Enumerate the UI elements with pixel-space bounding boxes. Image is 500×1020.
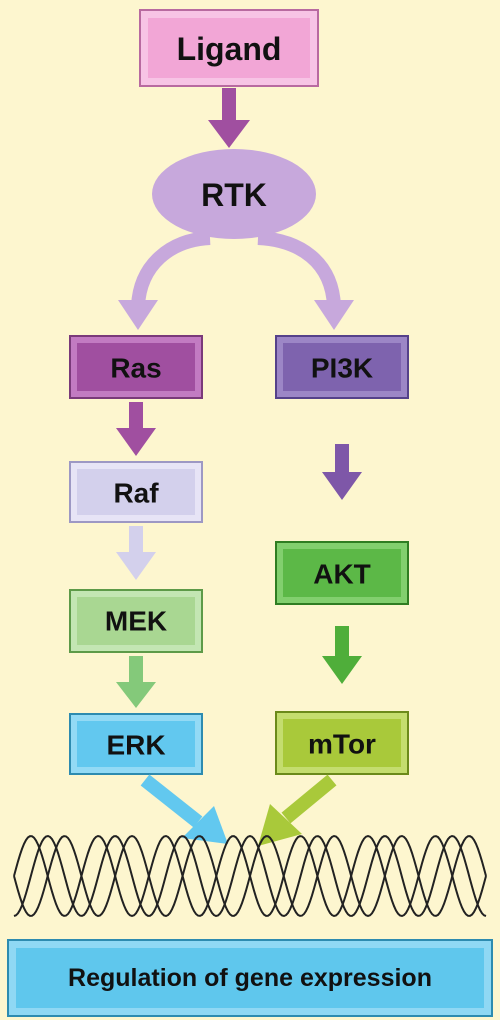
arrow-erk-to-dna [140,774,228,844]
arrow-mtor-to-dna [258,774,337,846]
arrow-raf-to-mek [116,526,156,580]
mek-label: MEK [105,606,167,637]
ligand-label: Ligand [177,31,282,67]
erk-label: ERK [106,730,165,761]
akt-label: AKT [313,559,371,590]
rtk-node: RTK [152,149,316,239]
rtk-label: RTK [201,177,267,213]
gene-regulation-node: Regulation of gene expression [7,939,493,1017]
ras-label: Ras [110,353,161,384]
pi3k-node: PI3K [275,335,409,399]
raf-label: Raf [113,478,159,509]
ras-node: Ras [69,335,203,399]
akt-node: AKT [275,541,409,605]
mtor-label: mTor [308,729,376,760]
mtor-node: mTor [275,711,409,775]
arrow-mek-to-erk [116,656,156,708]
dna-helix-icon [13,834,487,918]
pi3k-label: PI3K [311,353,373,384]
erk-node: ERK [69,713,203,775]
mek-node: MEK [69,589,203,653]
raf-node: Raf [69,461,203,523]
gene-regulation-label: Regulation of gene expression [68,964,432,992]
arrow-rtk-branches [118,231,354,330]
arrow-ras-to-raf [116,402,156,456]
ligand-node: Ligand [139,9,319,87]
arrow-ligand-to-rtk [208,88,250,148]
arrow-pi3k-to-akt [322,444,362,500]
arrow-akt-to-mtor [322,626,362,684]
